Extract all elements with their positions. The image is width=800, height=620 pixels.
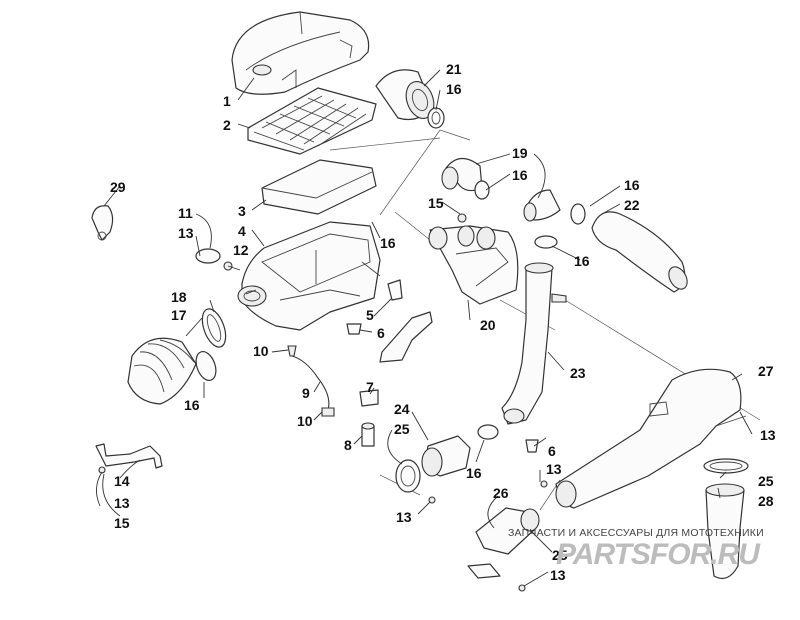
- callout-14: 14: [114, 473, 130, 489]
- callout-24: 24: [394, 401, 410, 417]
- part-clamp-16e: [570, 203, 586, 225]
- callout-12: 12: [233, 242, 249, 258]
- callout-3: 3: [238, 203, 246, 219]
- callout-23: 23: [570, 365, 586, 381]
- part-clamp-25b: [703, 458, 749, 474]
- callout-20: 20: [480, 317, 496, 333]
- callout-8: 8: [344, 437, 352, 453]
- part-duct-27: [555, 368, 747, 509]
- part-bracket-14: [95, 443, 163, 469]
- callout-25a: 25: [394, 421, 410, 437]
- watermark-logo: PARTSFOR.RU: [556, 538, 760, 571]
- callout-13e: 13: [550, 567, 566, 583]
- part-filter-grid: [247, 87, 377, 155]
- part-clamp-16d: [534, 235, 558, 249]
- callout-17: 17: [171, 307, 187, 323]
- callout-9: 9: [302, 385, 310, 401]
- callout-25b: 25: [758, 473, 774, 489]
- part-plate-25c: [467, 563, 501, 579]
- part-screw-13a: [428, 496, 436, 504]
- callout-2: 2: [223, 117, 231, 133]
- callout-10b: 10: [297, 413, 313, 429]
- callout-28: 28: [758, 493, 774, 509]
- callout-19: 19: [512, 145, 528, 161]
- callout-16e: 16: [574, 253, 590, 269]
- part-plug-8: [361, 422, 375, 447]
- callout-21: 21: [446, 61, 462, 77]
- part-screw-15a: [457, 213, 467, 223]
- part-clamp-16b: [195, 350, 217, 382]
- callout-5: 5: [366, 307, 374, 323]
- callout-10a: 10: [253, 343, 269, 359]
- callout-16c: 16: [624, 177, 640, 193]
- part-cylinder-filter: [375, 69, 435, 121]
- part-intake-housing: [428, 225, 519, 305]
- callout-6b: 6: [548, 443, 556, 459]
- callout-29: 29: [110, 179, 126, 195]
- callout-18: 18: [171, 289, 187, 305]
- leader-lines: [96, 69, 753, 587]
- part-clip-29: [91, 205, 114, 241]
- callout-13b: 13: [760, 427, 776, 443]
- part-screw-13c: [518, 584, 526, 592]
- part-grommet-6a: [346, 323, 362, 335]
- callout-11: 11: [178, 205, 193, 221]
- part-clamp-18: [201, 308, 227, 348]
- callout-16g: 16: [466, 465, 482, 481]
- callout-22: 22: [624, 197, 640, 213]
- part-clamp-16c: [474, 180, 490, 200]
- callout-27: 27: [758, 363, 774, 379]
- part-bracket-5b: [379, 311, 433, 363]
- callout-25c: 25: [552, 547, 568, 563]
- part-filter-element: [261, 159, 377, 215]
- part-grommet-6b: [525, 439, 539, 453]
- callout-6a: 6: [377, 325, 385, 341]
- callout-13d: 13: [396, 509, 412, 525]
- callout-7: 7: [366, 379, 374, 395]
- part-airbox-lid: [231, 11, 370, 95]
- part-sleeve-28: [705, 483, 745, 579]
- part-tube-22: [591, 211, 688, 293]
- callout-16a: 16: [446, 81, 462, 97]
- callout-13c: 13: [546, 461, 562, 477]
- callout-labels: 1 2 3 4 5 6 6 7 8 9 10 10 11 12 13 13 13…: [110, 61, 776, 583]
- part-airbox-base: [237, 221, 381, 331]
- part-clip-5: [387, 279, 403, 301]
- callout-13a: 13: [178, 225, 194, 241]
- part-outlet-26: [475, 507, 540, 555]
- part-outlet-24: [421, 435, 471, 477]
- part-mount-boss: [195, 248, 233, 271]
- callout-26: 26: [493, 485, 509, 501]
- callout-16b: 16: [512, 167, 528, 183]
- part-clamp-16a: [427, 107, 445, 129]
- callout-13f: 13: [114, 495, 130, 511]
- part-screw-13d: [98, 466, 106, 474]
- callout-15b: 15: [114, 515, 130, 531]
- callout-4: 4: [238, 223, 246, 239]
- part-elbow-19b: [523, 189, 561, 222]
- part-duct-23: [501, 262, 567, 425]
- part-intake-boot: [127, 337, 197, 405]
- callout-16d: 16: [380, 235, 396, 251]
- callout-1: 1: [223, 93, 231, 109]
- callout-16f: 16: [184, 397, 200, 413]
- part-elbow-19: [441, 157, 483, 192]
- callout-15a: 15: [428, 195, 444, 211]
- part-screw-13b: [540, 480, 548, 488]
- part-clamp-16f: [477, 424, 499, 440]
- part-drain-hose: [287, 345, 335, 417]
- part-clamp-25a: [395, 459, 421, 493]
- watermark-caption: ЗАПЧАСТИ И АКСЕССУАРЫ ДЛЯ МОТОТЕХНИКИ: [508, 527, 764, 539]
